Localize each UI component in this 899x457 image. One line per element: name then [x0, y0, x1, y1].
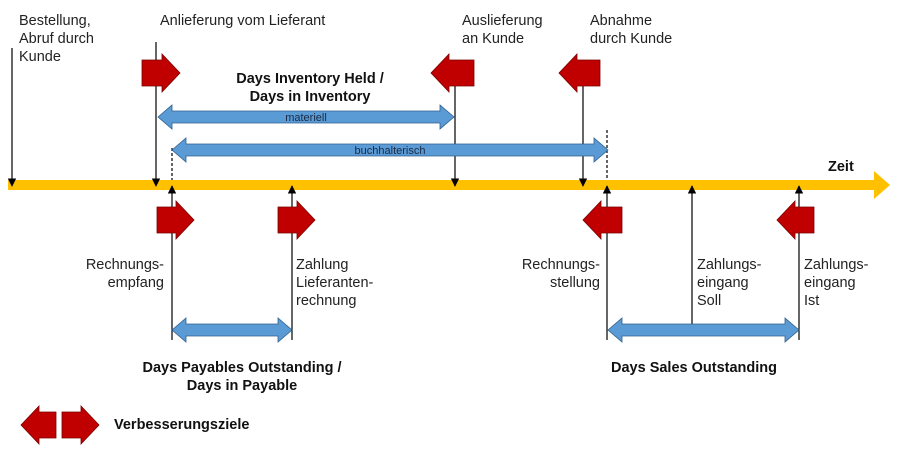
- label-payment-actual: Zahlungs- eingang Ist: [804, 257, 869, 309]
- target-arrow-left-3: [582, 199, 623, 241]
- timeline-bar: [8, 180, 876, 190]
- label-invoicing: Rechnungs- stellung: [521, 257, 600, 291]
- span-dpo: [171, 317, 293, 343]
- legend-label: Verbesserungsziele: [114, 417, 250, 433]
- target-arrow-right-3: [277, 199, 316, 241]
- time-label: Zeit: [828, 159, 854, 175]
- legend-arrow-left: [20, 404, 57, 446]
- label-invoice-receipt: Rechnungs- empfang: [85, 257, 164, 291]
- label-customer-delivery: Auslieferung an Kunde: [462, 13, 543, 47]
- label-supplier-payment: Zahlung Lieferanten- rechnung: [296, 257, 374, 309]
- label-payment-target: Zahlungs- eingang Soll: [697, 257, 762, 309]
- dih-title: Days Inventory Held / Days in Inventory: [236, 71, 384, 105]
- label-customer-acceptance: Abnahme durch Kunde: [590, 13, 673, 47]
- span-dso: [607, 317, 800, 343]
- span-arrows: [157, 104, 800, 343]
- span-accounting: [171, 137, 609, 163]
- label-order: Bestellung, Abruf durch Kunde: [19, 13, 94, 65]
- span-material: [157, 104, 455, 130]
- target-arrow-left-4: [776, 199, 815, 241]
- target-arrow-left-2: [558, 52, 601, 94]
- dso-title: Days Sales Outstanding: [611, 360, 777, 376]
- target-arrows: [20, 52, 815, 446]
- legend-arrow-right: [61, 404, 100, 446]
- target-arrow-right-1: [141, 52, 181, 94]
- span-material-label: materiell: [285, 112, 327, 124]
- span-accounting-label: buchhalterisch: [355, 145, 426, 157]
- target-arrow-right-2: [156, 199, 195, 241]
- label-supplier-delivery: Anlieferung vom Lieferant: [160, 13, 326, 29]
- timeline: [8, 171, 890, 199]
- target-arrow-left-1: [430, 52, 475, 94]
- timeline-arrowhead: [874, 171, 890, 199]
- dpo-title: Days Payables Outstanding / Days in Paya…: [142, 360, 342, 394]
